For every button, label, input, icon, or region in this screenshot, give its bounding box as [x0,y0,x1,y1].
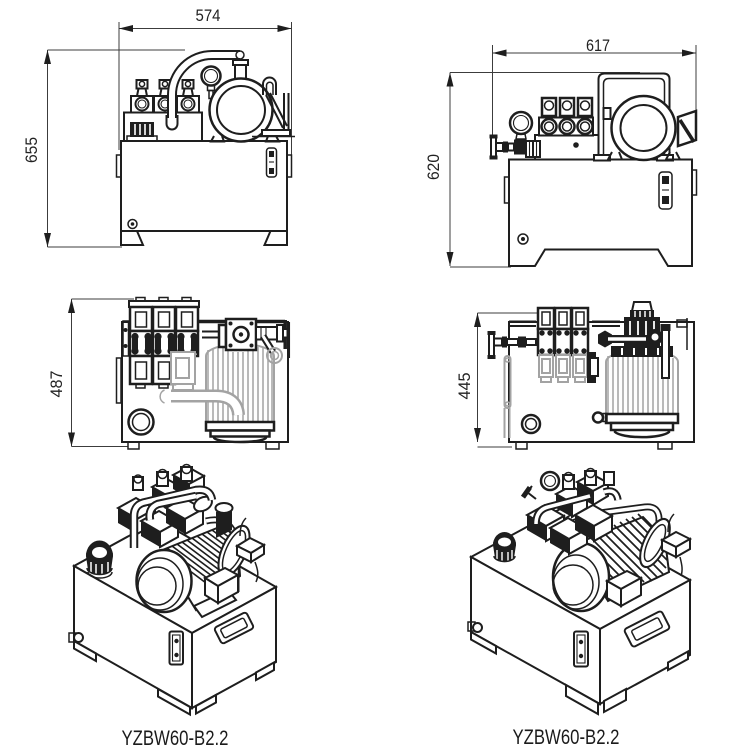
svg-text:617: 617 [586,36,610,55]
svg-text:YZBW60-B2.2: YZBW60-B2.2 [122,727,229,750]
svg-text:487: 487 [47,371,66,398]
svg-text:574: 574 [196,6,221,25]
svg-text:620: 620 [424,154,443,180]
svg-text:445: 445 [455,373,474,400]
svg-text:YZBW60-B2.2: YZBW60-B2.2 [513,726,620,749]
svg-text:655: 655 [22,137,41,163]
